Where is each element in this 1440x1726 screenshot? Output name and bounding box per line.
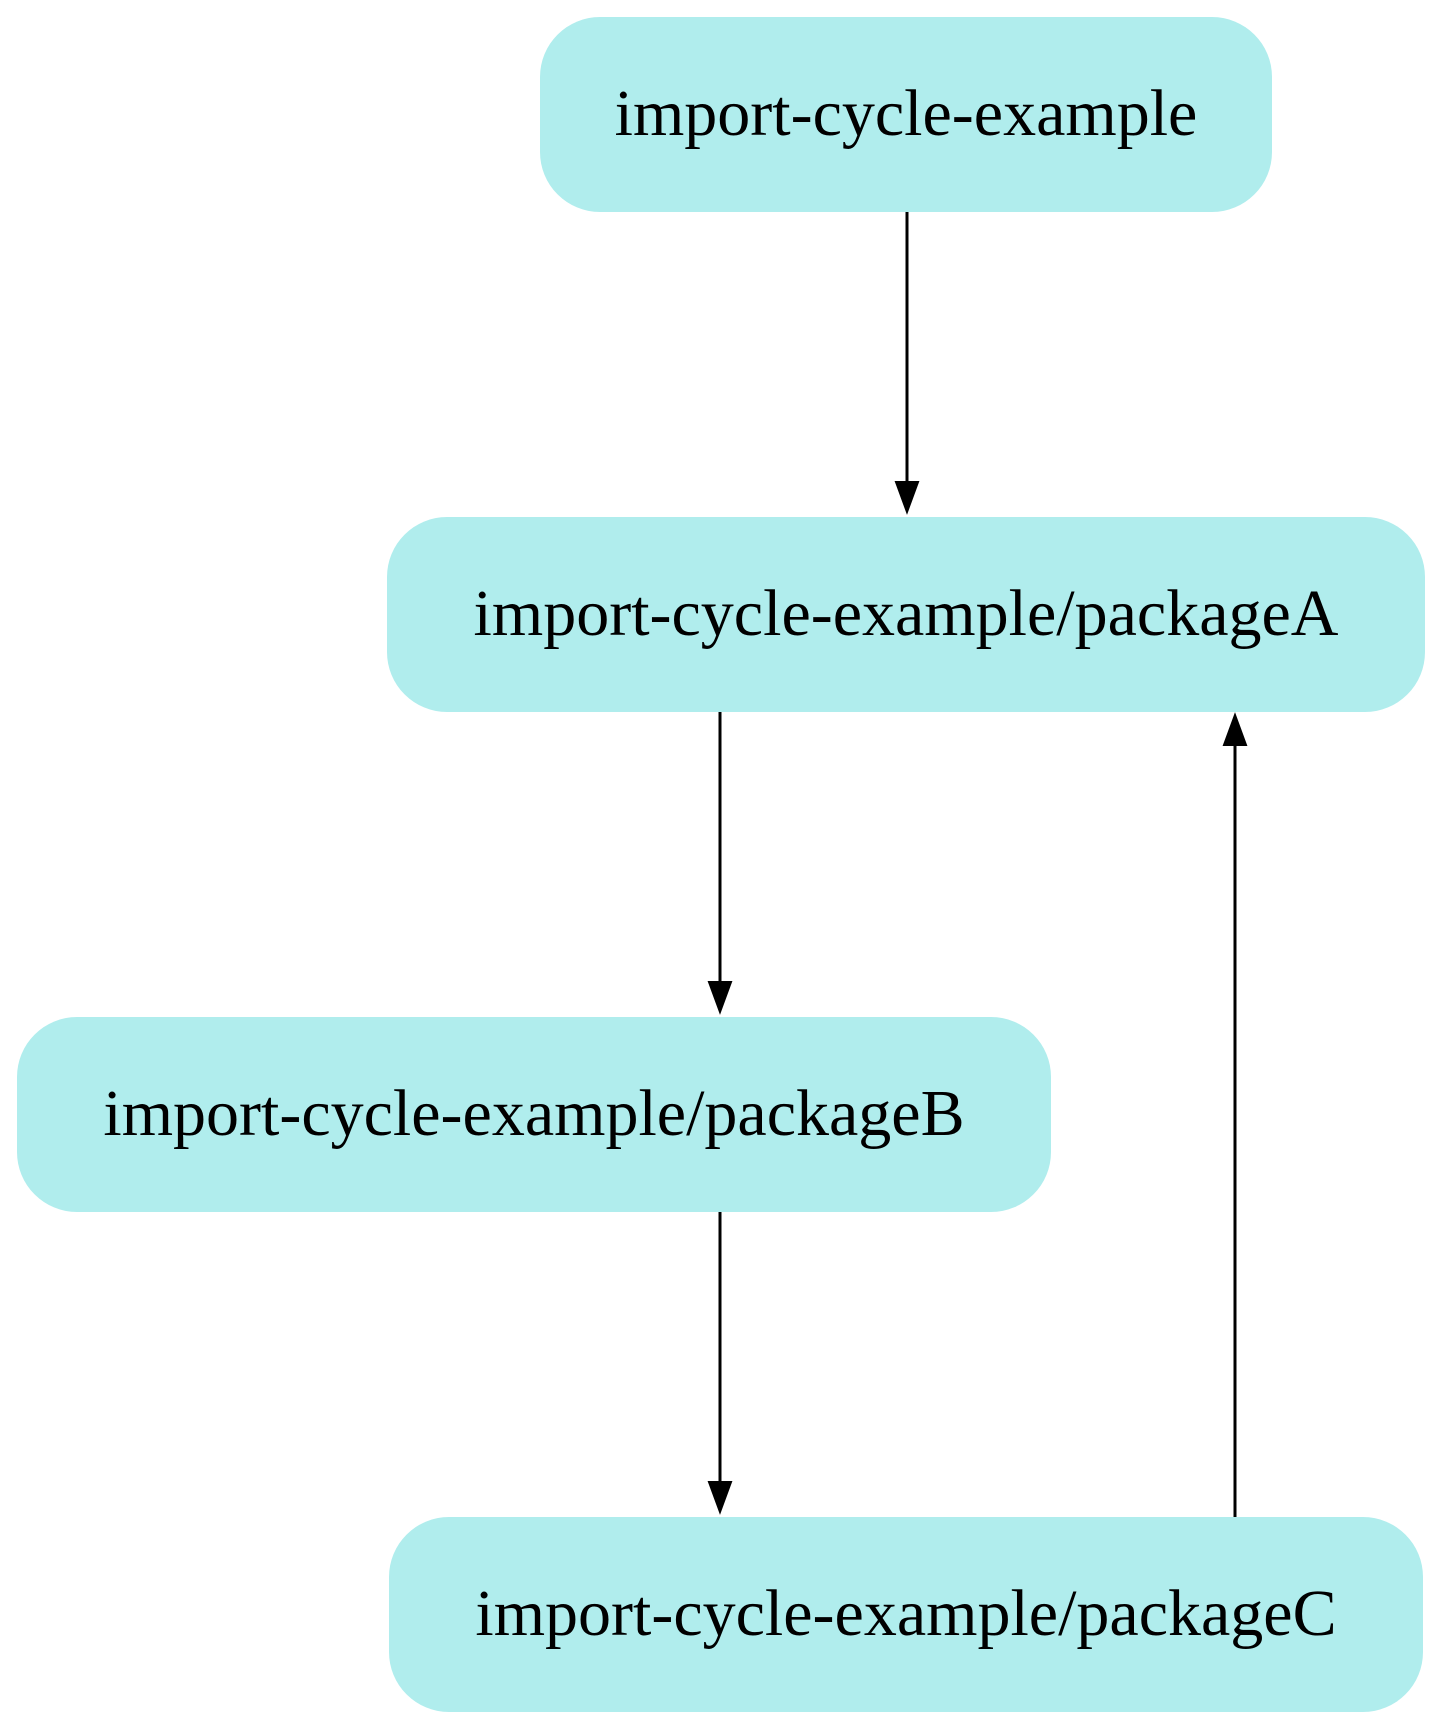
node-packageC[interactable]: import-cycle-example/packageC bbox=[389, 1517, 1423, 1712]
arrowhead-icon bbox=[1222, 712, 1248, 746]
edge-packageB-to-packageC bbox=[707, 1212, 733, 1515]
node-box bbox=[17, 1017, 1051, 1212]
node-import-cycle-example[interactable]: import-cycle-example bbox=[540, 17, 1272, 212]
edge-packageC-to-packageA bbox=[1222, 712, 1248, 1517]
node-label: import-cycle-example/packageB bbox=[103, 1077, 964, 1150]
node-packageA[interactable]: import-cycle-example/packageA bbox=[387, 517, 1425, 712]
edges bbox=[707, 212, 1248, 1517]
edge-packageA-to-packageB bbox=[707, 712, 733, 1015]
node-box bbox=[540, 17, 1272, 212]
node-label: import-cycle-example bbox=[615, 77, 1198, 150]
arrowhead-icon bbox=[707, 1481, 733, 1515]
arrowhead-icon bbox=[894, 481, 920, 515]
node-label: import-cycle-example/packageC bbox=[475, 1577, 1336, 1650]
arrowhead-icon bbox=[707, 981, 733, 1015]
nodes: import-cycle-example import-cycle-exampl… bbox=[17, 17, 1425, 1712]
node-box bbox=[389, 1517, 1423, 1712]
node-box bbox=[387, 517, 1425, 712]
edge-root-to-packageA bbox=[894, 212, 920, 515]
node-label: import-cycle-example/packageA bbox=[474, 577, 1339, 650]
node-packageB[interactable]: import-cycle-example/packageB bbox=[17, 1017, 1051, 1212]
